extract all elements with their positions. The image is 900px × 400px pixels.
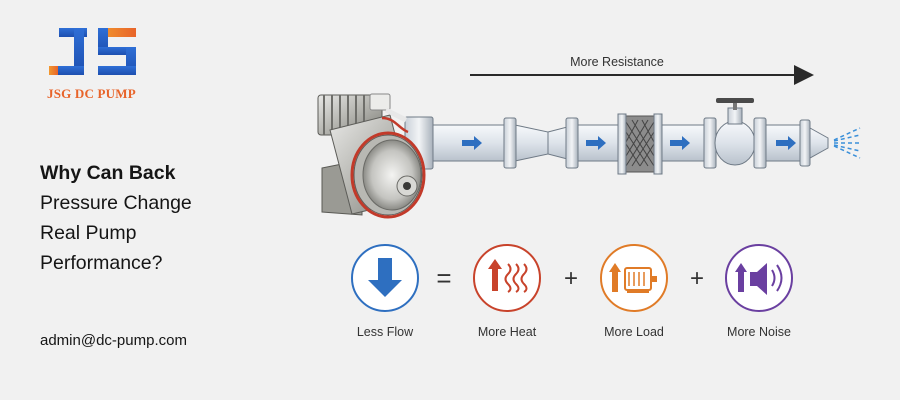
effect-label-more-load: More Load	[604, 325, 664, 339]
equals-operator: =	[436, 263, 451, 293]
pipeline	[404, 98, 862, 175]
motor-load-icon	[609, 263, 657, 293]
effect-label-less-flow: Less Flow	[357, 325, 414, 339]
title-line-2: Pressure Change	[40, 192, 192, 214]
plus-operator-1: +	[564, 265, 578, 292]
title-line-4: Performance?	[40, 252, 163, 274]
dc-pump-image	[317, 93, 426, 219]
brand-logo-mark	[49, 28, 136, 75]
plus-operator-2: +	[690, 265, 704, 292]
heat-icon	[488, 259, 528, 293]
effect-label-more-heat: More Heat	[478, 325, 537, 339]
resistance-label: More Resistance	[570, 55, 664, 69]
effect-more-load: More Load	[600, 244, 668, 339]
effect-less-flow: Less Flow	[351, 244, 419, 339]
spray-icon	[833, 127, 862, 159]
contact-email: admin@dc-pump.com	[40, 332, 187, 349]
effect-more-heat: More Heat	[473, 244, 541, 339]
down-arrow-icon	[368, 258, 402, 297]
brand-name: JSG DC PUMP	[47, 86, 136, 101]
page-title: Why Can Back Pressure Change Real Pump P…	[40, 158, 192, 278]
valve-icon	[714, 98, 756, 166]
title-line-3: Real Pump	[40, 222, 137, 244]
effect-more-noise: More Noise	[725, 244, 793, 339]
brand-logo	[46, 28, 146, 89]
title-line-1: Why Can Back	[40, 162, 176, 184]
flow-arrows	[462, 136, 796, 150]
speaker-noise-icon	[735, 263, 783, 295]
effect-label-more-noise: More Noise	[727, 325, 791, 339]
